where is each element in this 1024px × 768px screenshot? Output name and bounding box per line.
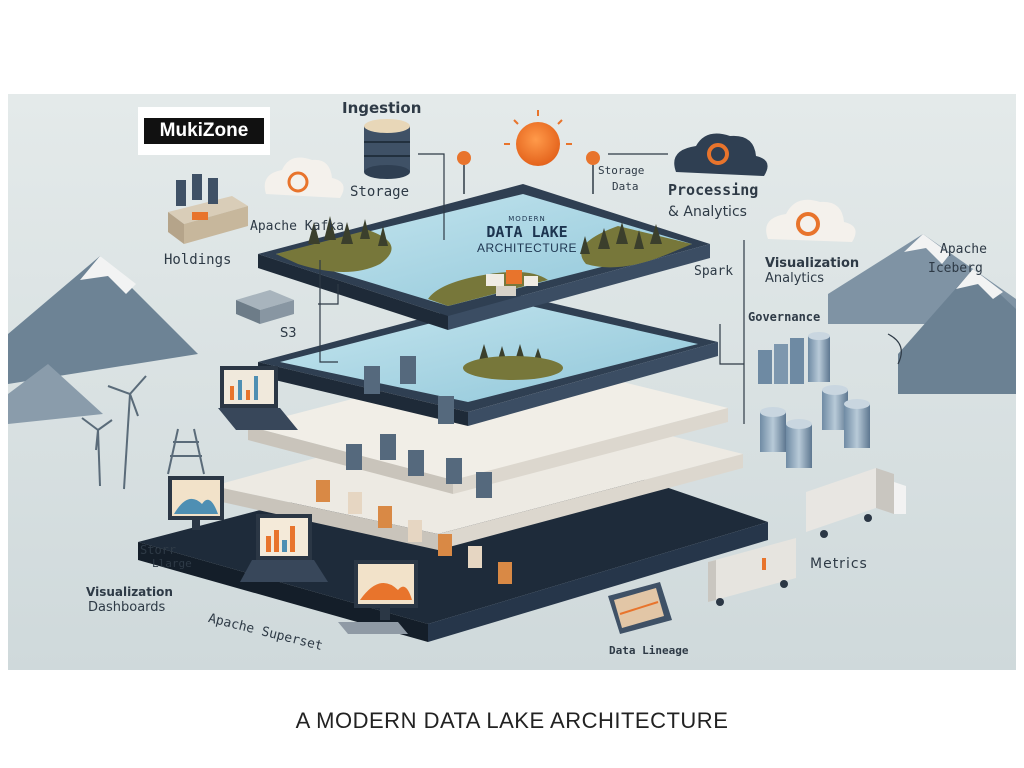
label-storage-large-2: Llarge: [152, 557, 192, 570]
label-governance: Governance: [748, 310, 821, 324]
center-title-line3: ARCHITECTURE: [476, 241, 577, 255]
label-processing: Processing: [668, 181, 759, 199]
label-visualization-analytics-2: Analytics: [765, 271, 825, 286]
label-apache-iceberg-1: Apache: [940, 242, 987, 257]
power-tower: [167, 428, 205, 475]
trees: [308, 216, 662, 366]
label-ingestion: Ingestion: [342, 99, 422, 117]
monitor-icon: [168, 476, 224, 530]
governance-cylinders-icon: [758, 332, 830, 384]
label-s3: S3: [280, 326, 297, 341]
cloud-icon-right: [766, 199, 856, 242]
center-title-line2: DATA LAKE: [486, 223, 568, 241]
label-spark: Spark: [694, 264, 734, 279]
caption: A MODERN DATA LAKE ARCHITECTURE: [295, 708, 729, 733]
label-apache-iceberg-2: Iceberg: [928, 261, 983, 276]
label-holdings: Holdings: [164, 252, 232, 268]
label-storage-data-1: Storage: [598, 164, 645, 177]
dashboard-laptop-icon: [240, 514, 328, 582]
cloud-icon-left: [264, 157, 344, 198]
center-title-line1: MODERN: [508, 215, 546, 223]
superset-monitor-icon: [338, 560, 418, 634]
label-visualization-analytics-1: Visualization: [765, 256, 860, 271]
diagram-scene: [8, 94, 1016, 670]
mountains-left: [8, 256, 198, 424]
layer-lake: [258, 184, 710, 330]
s3-server-icon: [236, 290, 294, 324]
label-data-lineage: Data Lineage: [609, 644, 689, 657]
truck-icon: [806, 468, 906, 538]
storage-database-icon: [364, 119, 410, 179]
center-title: MODERN DATA LAKE ARCHITECTURE: [462, 215, 592, 255]
data-crates: [316, 480, 512, 584]
label-storage-top: Storage: [350, 184, 410, 200]
label-storage-data-2: Data: [612, 180, 639, 193]
data-lineage-icon: [608, 582, 672, 634]
label-storage-large-1: Storr: [140, 543, 177, 557]
wind-turbines: [81, 375, 147, 490]
mukizone-logo: MukiZone: [138, 107, 270, 155]
lake-buildings: [486, 270, 538, 296]
holdings-building-icon: [168, 174, 248, 244]
diagram-illustration: [8, 94, 1016, 670]
mountains-right: [828, 234, 1016, 394]
label-visualization-dashboards-1: Visualization: [86, 585, 173, 599]
connector-lines: [318, 153, 902, 424]
label-apache-kafka: Apache Kafka: [250, 219, 344, 234]
pin-icons: [457, 151, 600, 194]
sun-icon: [504, 110, 572, 166]
island: [463, 356, 563, 380]
label-metrics: Metrics: [810, 556, 868, 572]
metrics-container-icon: [708, 538, 796, 606]
label-analytics: & Analytics: [668, 204, 747, 220]
laptop-icon-left: [218, 366, 298, 430]
server-racks: [346, 356, 492, 498]
label-visualization-dashboards-2: Dashboards: [88, 600, 166, 615]
storage-cylinders-icon: [760, 385, 870, 468]
cloud-icon-processing: [674, 133, 768, 176]
logo-text: MukiZone: [144, 118, 264, 144]
